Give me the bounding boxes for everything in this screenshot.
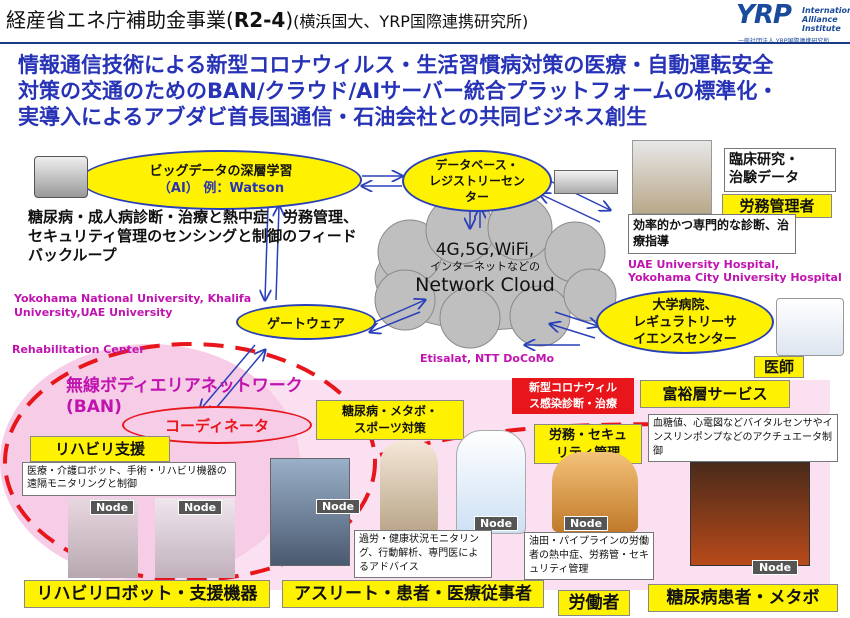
ban-line-1: 無線ボディエリアネットワーク — [66, 376, 303, 396]
logo-ia: International Alliance Institute — [802, 6, 850, 33]
hospital-names: UAE University Hospital, Yokohama City U… — [628, 258, 842, 284]
university-hospital-node: 大学病院、 レギュラトリーサ イエンスセンター — [596, 290, 774, 354]
network-cloud: 4G,5G,WiFi, インターネットなどの Network Cloud — [395, 240, 575, 297]
hospital-line-2: Yokohama City University Hospital — [628, 271, 842, 284]
yrp-logo: YRP International Alliance Institute 一般社… — [728, 0, 850, 46]
hospital-ell-line-3: イエンスセンター — [633, 331, 737, 347]
diabetes-sports-line-2: スポーツ対策 — [354, 421, 426, 435]
database-line-1: データベース・ — [435, 158, 519, 172]
bigdata-line-2: （AI） 例：Watson — [157, 181, 285, 196]
advice-desc-box: 過労・健康状況モニタリング、行動解析、専門医によるアドバイス — [354, 530, 492, 578]
clinical-data-box: 臨床研究・ 治験データ — [724, 148, 836, 192]
rehab-center-label: Rehabilitation Center — [12, 343, 145, 356]
diabetes-sports-line-1: 糖尿病・メタボ・ — [341, 404, 438, 418]
logo-ia-3: Institute — [802, 24, 841, 33]
sheikh-portrait — [632, 140, 712, 214]
bottom-label-robot: リハビリロボット・支援機器 — [24, 580, 270, 608]
bigdata-line-1: ビッグデータの深層学習 — [149, 164, 293, 179]
bottom-label-diabetes: 糖尿病患者・メタボ — [648, 584, 838, 612]
database-line-2: レジストリーセン — [428, 174, 525, 188]
university-names: Yokohama National University, Khalifa Un… — [14, 292, 251, 320]
main-title: 情報通信技術による新型コロナウィルス・生活習慣病対策の医療・自動運転安全 対策の… — [18, 52, 838, 130]
logo-org: 一般社団法人 YRP国際連携研究所 — [738, 36, 829, 45]
cloud-line-2: インターネットなどの — [430, 260, 540, 273]
carriers-label: Etisalat, NTT DoCoMo — [420, 352, 555, 365]
logo-yrp: YRP — [736, 0, 792, 30]
header-close: ) — [285, 8, 294, 32]
logo-ia-1: International — [802, 6, 850, 15]
univ-line-2: University,UAE University — [14, 306, 173, 319]
wealthy-service-label: 富裕層サービス — [640, 380, 790, 408]
feedback-loop-text: 糖尿病・成人病診断・治療と熱中症、労務管理、セキュリティ管理のセンシングと制御の… — [28, 208, 359, 264]
clinical-line-2: 治験データ — [729, 170, 799, 186]
server-icon — [34, 156, 88, 198]
title-line-3: 実導入によるアブダビ首長国通信・石油会社との共同ビジネス創生 — [18, 105, 648, 129]
gateway-node: ゲートウェア — [236, 304, 376, 340]
network-cloud-shape — [374, 195, 617, 349]
header-main: 経産省エネ庁補助金事業( — [6, 8, 234, 32]
logo-ia-2: Alliance — [802, 15, 838, 24]
diagnosis-guidance-box: 効率的かつ専門的な診断、治療指導 — [628, 214, 796, 254]
node-worker: Node — [564, 516, 608, 531]
covid-diagnosis-label: 新型コロナウィル ス感染診断・治療 — [512, 378, 634, 414]
database-registry-node: データベース・ レジストリーセン ター — [402, 150, 552, 212]
actuator-desc-box: 血糖値、心電図などバイタルセンサやインスリンポンプなどのアクチュエータ制御 — [648, 414, 838, 462]
cloud-line-3: Network Cloud — [415, 274, 555, 296]
ban-label: 無線ボディエリアネットワーク (BAN) — [66, 376, 303, 418]
ban-line-2: (BAN) — [66, 397, 122, 417]
hospital-ell-line-2: レギュラトリーサ — [633, 314, 737, 330]
univ-line-1: Yokohama National University, Khalifa — [14, 292, 252, 305]
doctor-label: 医師 — [754, 356, 804, 378]
rehab-support-label: リハビリ支援 — [30, 436, 170, 462]
rehab-desc-box: 医療・介護ロボット、手術・リハビリ機器の遠隔モニタリングと制御 — [22, 462, 236, 496]
database-line-3: ター — [464, 190, 489, 204]
node-presenter: Node — [752, 560, 798, 575]
cloud-line-1: 4G,5G,WiFi, — [435, 240, 535, 260]
title-line-1: 情報通信技術による新型コロナウィルス・生活習慣病対策の医療・自動運転安全 — [18, 53, 774, 77]
hospital-ell-line-1: 大学病院、 — [652, 297, 718, 313]
header-divider — [0, 42, 850, 44]
bottom-label-athlete: アスリート・患者・医療従事者 — [282, 580, 544, 608]
title-line-2: 対策の交通のためのBAN/クラウド/AIサーバー統合プラットフォームの標準化・ — [18, 79, 779, 103]
covid-line-1: 新型コロナウィル — [529, 381, 617, 394]
labor-security-line-1: 労務・セキュ — [548, 428, 627, 443]
node-rehab-robot: Node — [90, 500, 134, 515]
oil-worker-desc-box: 油田・パイプラインの労働者の熱中症、労務管・セキュリティ管理 — [524, 532, 654, 580]
header-sub: (横浜国大、YRP国際連携研究所) — [293, 12, 529, 31]
node-athlete: Node — [316, 499, 360, 514]
clinical-line-1: 臨床研究・ — [729, 152, 799, 168]
doctor-computer-illustration — [776, 298, 844, 356]
diabetes-sports-label: 糖尿病・メタボ・ スポーツ対策 — [316, 400, 464, 440]
storage-device-icon — [554, 170, 618, 194]
elderly-patient-illustration — [380, 440, 438, 534]
header-code: R2-4 — [233, 8, 286, 32]
hospital-line-1: UAE University Hospital, — [628, 258, 780, 271]
bottom-label-worker: 労働者 — [558, 590, 630, 616]
bigdata-ai-node: ビッグデータの深層学習 （AI） 例：Watson — [80, 150, 362, 210]
node-wheelchair: Node — [178, 500, 222, 515]
coordinator-node: コーディネータ — [122, 406, 312, 444]
page-header: 経産省エネ庁補助金事業(R2-4)(横浜国大、YRP国際連携研究所) — [6, 4, 528, 33]
presenter-photo — [690, 462, 810, 566]
covid-line-2: ス感染診断・治療 — [529, 397, 617, 410]
node-medical-worker: Node — [474, 516, 518, 531]
